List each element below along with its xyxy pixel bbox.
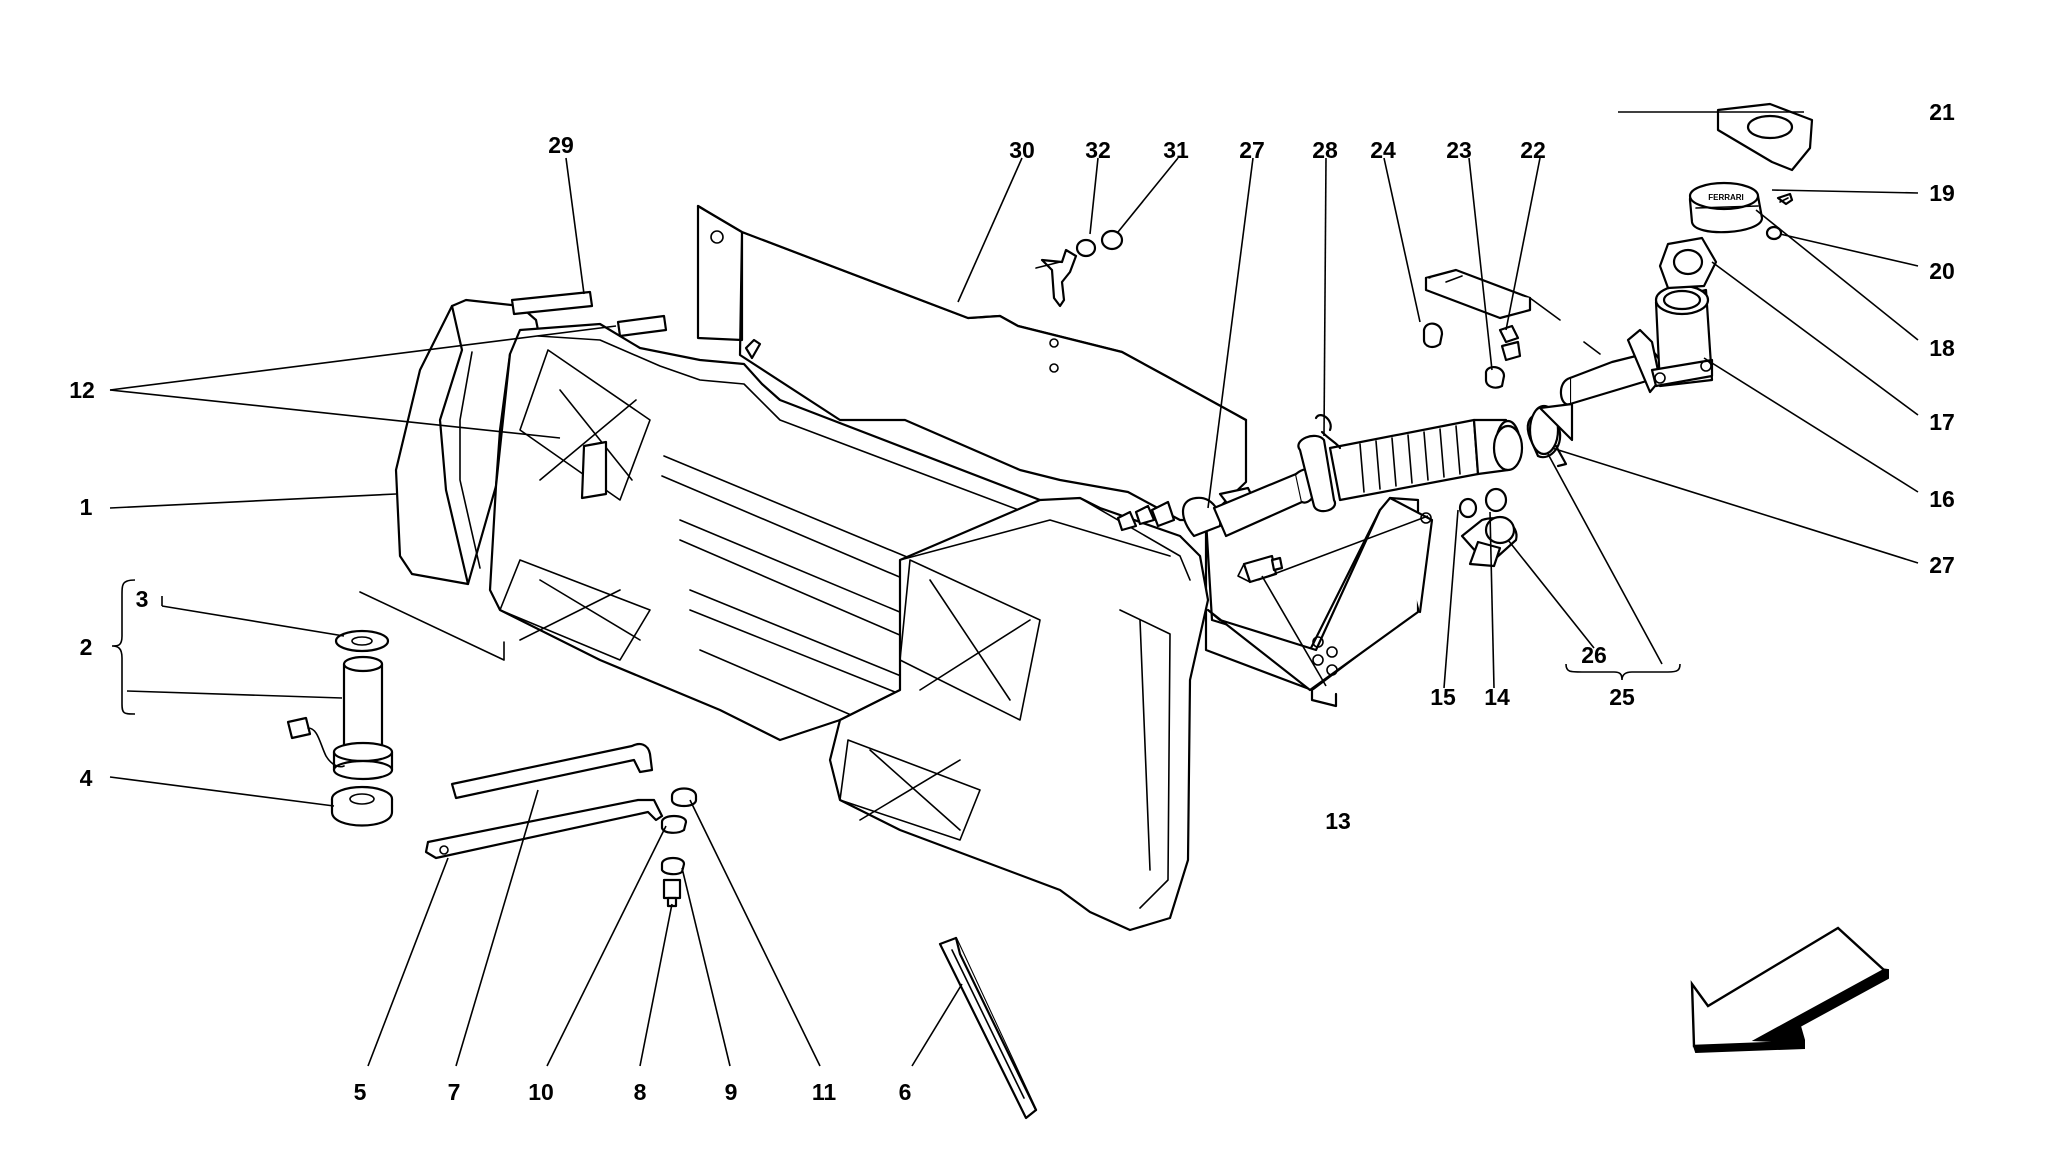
leader-lines: [109, 111, 1919, 1067]
callout-labels: 1 2 3 4 5 6 7 8 9 10 11 12 13 14 15 16 1…: [69, 99, 1955, 1105]
tank-outlet-fittings: [1116, 500, 1176, 532]
callout-9: 9: [725, 1079, 738, 1105]
callout-16: 16: [1929, 486, 1955, 512]
callout-32: 32: [1085, 137, 1111, 163]
callout-31: 31: [1163, 137, 1189, 163]
tank-straps: [424, 743, 1038, 1120]
callout-2: 2: [80, 634, 93, 660]
callout-14: 14: [1484, 684, 1510, 710]
callout-23: 23: [1446, 137, 1472, 163]
callout-4: 4: [80, 765, 93, 791]
fuel-tank: [394, 298, 1210, 932]
callout-8: 8: [634, 1079, 647, 1105]
callout-27-left: 27: [1239, 137, 1265, 163]
filler-hose-assembly: FERRARI: [1181, 102, 1814, 538]
callout-21: 21: [1929, 99, 1955, 125]
callout-5: 5: [354, 1079, 367, 1105]
callout-17: 17: [1929, 409, 1955, 435]
callout-10: 10: [528, 1079, 554, 1105]
callout-18: 18: [1929, 335, 1955, 361]
callout-24: 24: [1370, 137, 1396, 163]
callout-1: 1: [80, 494, 93, 520]
fuel-pump-group: [286, 591, 505, 827]
tank-pads: [510, 290, 668, 500]
callout-25: 25: [1609, 684, 1635, 710]
callout-6: 6: [899, 1079, 912, 1105]
callout-28: 28: [1312, 137, 1338, 163]
callout-27-right: 27: [1929, 552, 1955, 578]
callout-30: 30: [1009, 137, 1035, 163]
callout-29: 29: [548, 132, 574, 158]
callout-26: 26: [1581, 642, 1607, 668]
callout-13: 13: [1325, 808, 1351, 834]
callout-7: 7: [448, 1079, 461, 1105]
callout-20: 20: [1929, 258, 1955, 284]
callout-22: 22: [1520, 137, 1546, 163]
callout-12: 12: [69, 377, 95, 403]
shield-clip-hardware: [1035, 229, 1124, 308]
callout-11: 11: [812, 1079, 837, 1105]
cap-logo: FERRARI: [1708, 193, 1744, 202]
neck-bracket-hardware: [1422, 268, 1601, 389]
callout-15: 15: [1430, 684, 1456, 710]
direction-arrow-icon: [1690, 926, 1889, 1054]
callout-19: 19: [1929, 180, 1955, 206]
callout-3: 3: [136, 586, 149, 612]
